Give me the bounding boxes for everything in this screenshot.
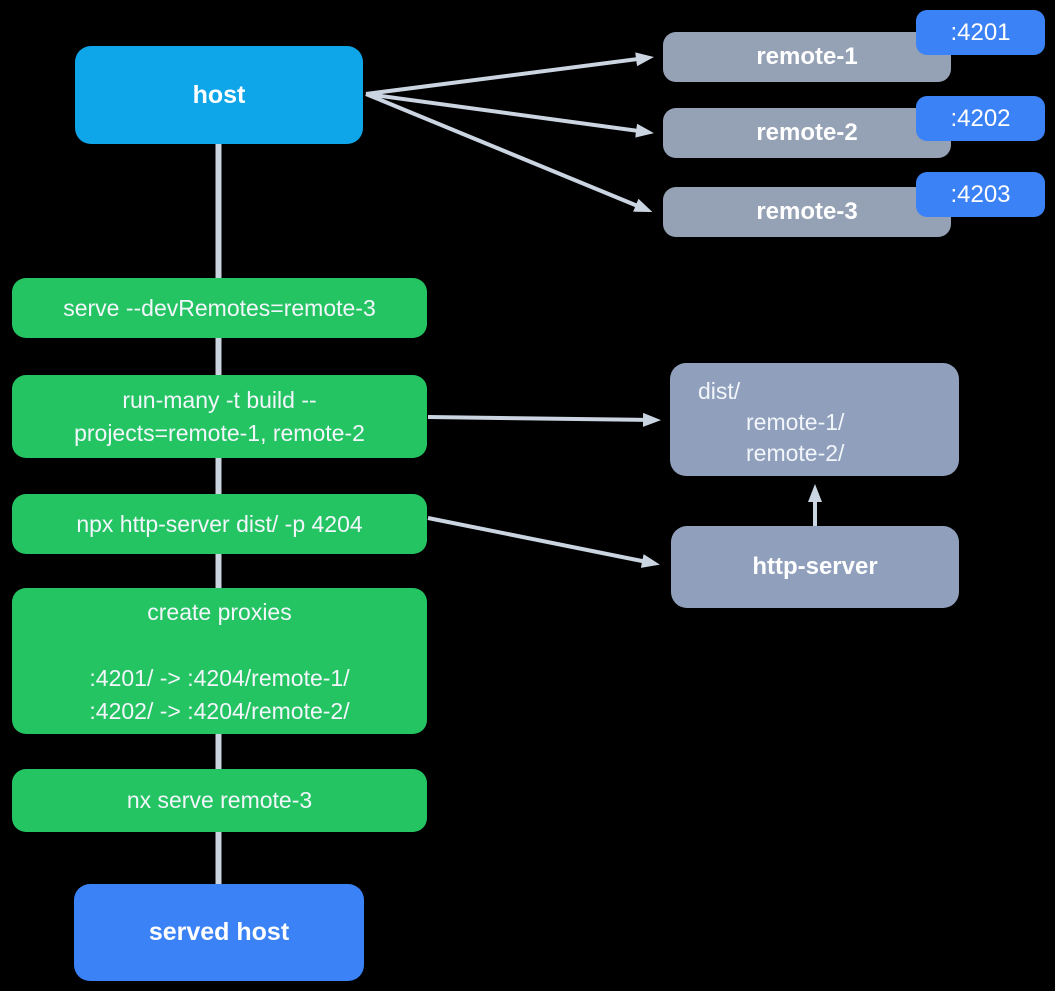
proxy-rule-1: :4201/ -> :4204/remote-1/ [89, 665, 350, 691]
step-create-proxies: create proxies :4201/ -> :4204/remote-1/… [12, 588, 427, 734]
port-badge-4203: :4203 [916, 172, 1045, 217]
edge-host-remote-2 [365, 92, 654, 138]
node-http-server-label: http-server [752, 553, 878, 580]
port-badge-4202: :4202 [916, 96, 1045, 141]
step-create-proxies-title: create proxies [147, 599, 292, 625]
node-remote-2-label: remote-2 [756, 119, 858, 146]
node-remote-3: remote-3 [663, 187, 951, 237]
node-host: host [75, 46, 363, 144]
port-badge-4203-label: :4203 [950, 180, 1011, 208]
blank-line [12, 629, 427, 662]
step-serve-devremotes: serve --devRemotes=remote-3 [12, 278, 427, 338]
node-dist-folder: dist/ remote-1/ remote-2/ [670, 363, 959, 476]
node-host-label: host [192, 80, 246, 109]
proxy-rule-2: :4202/ -> :4204/remote-2/ [89, 698, 350, 724]
edge-npx-httpserver [427, 516, 660, 568]
node-remote-1-label: remote-1 [756, 43, 858, 70]
node-remote-3-label: remote-3 [756, 198, 858, 225]
step-run-many-line2: projects=remote-1, remote-2 [74, 419, 365, 446]
dist-child-line-2: remote-2/ [746, 440, 845, 466]
port-badge-4201-label: :4201 [950, 18, 1011, 46]
edge-runmany-dist [427, 412, 661, 427]
node-http-server: http-server [671, 526, 959, 608]
node-served-host-label: served host [148, 918, 290, 946]
dist-child-line-1: remote-1/ [746, 409, 845, 435]
step-run-many-build: run-many -t build -- projects=remote-1, … [12, 375, 427, 458]
node-served-host: served host [74, 884, 364, 981]
step-nx-serve-remote-3: nx serve remote-3 [12, 769, 427, 832]
port-badge-4202-label: :4202 [950, 104, 1011, 132]
edge-host-remote-3 [365, 92, 653, 213]
port-badge-4201: :4201 [916, 10, 1045, 55]
step-npx-http-server: npx http-server dist/ -p 4204 [12, 494, 427, 554]
step-serve-devremotes-label: serve --devRemotes=remote-3 [63, 294, 376, 321]
node-remote-2: remote-2 [663, 108, 951, 158]
step-run-many-line1: run-many -t build -- [122, 386, 317, 413]
step-npx-http-server-label: npx http-server dist/ -p 4204 [76, 510, 363, 537]
node-remote-1: remote-1 [663, 32, 951, 82]
edge-host-remote-1 [365, 52, 654, 96]
dist-root-line: dist/ [698, 378, 741, 404]
step-nx-serve-remote-3-label: nx serve remote-3 [126, 787, 313, 813]
